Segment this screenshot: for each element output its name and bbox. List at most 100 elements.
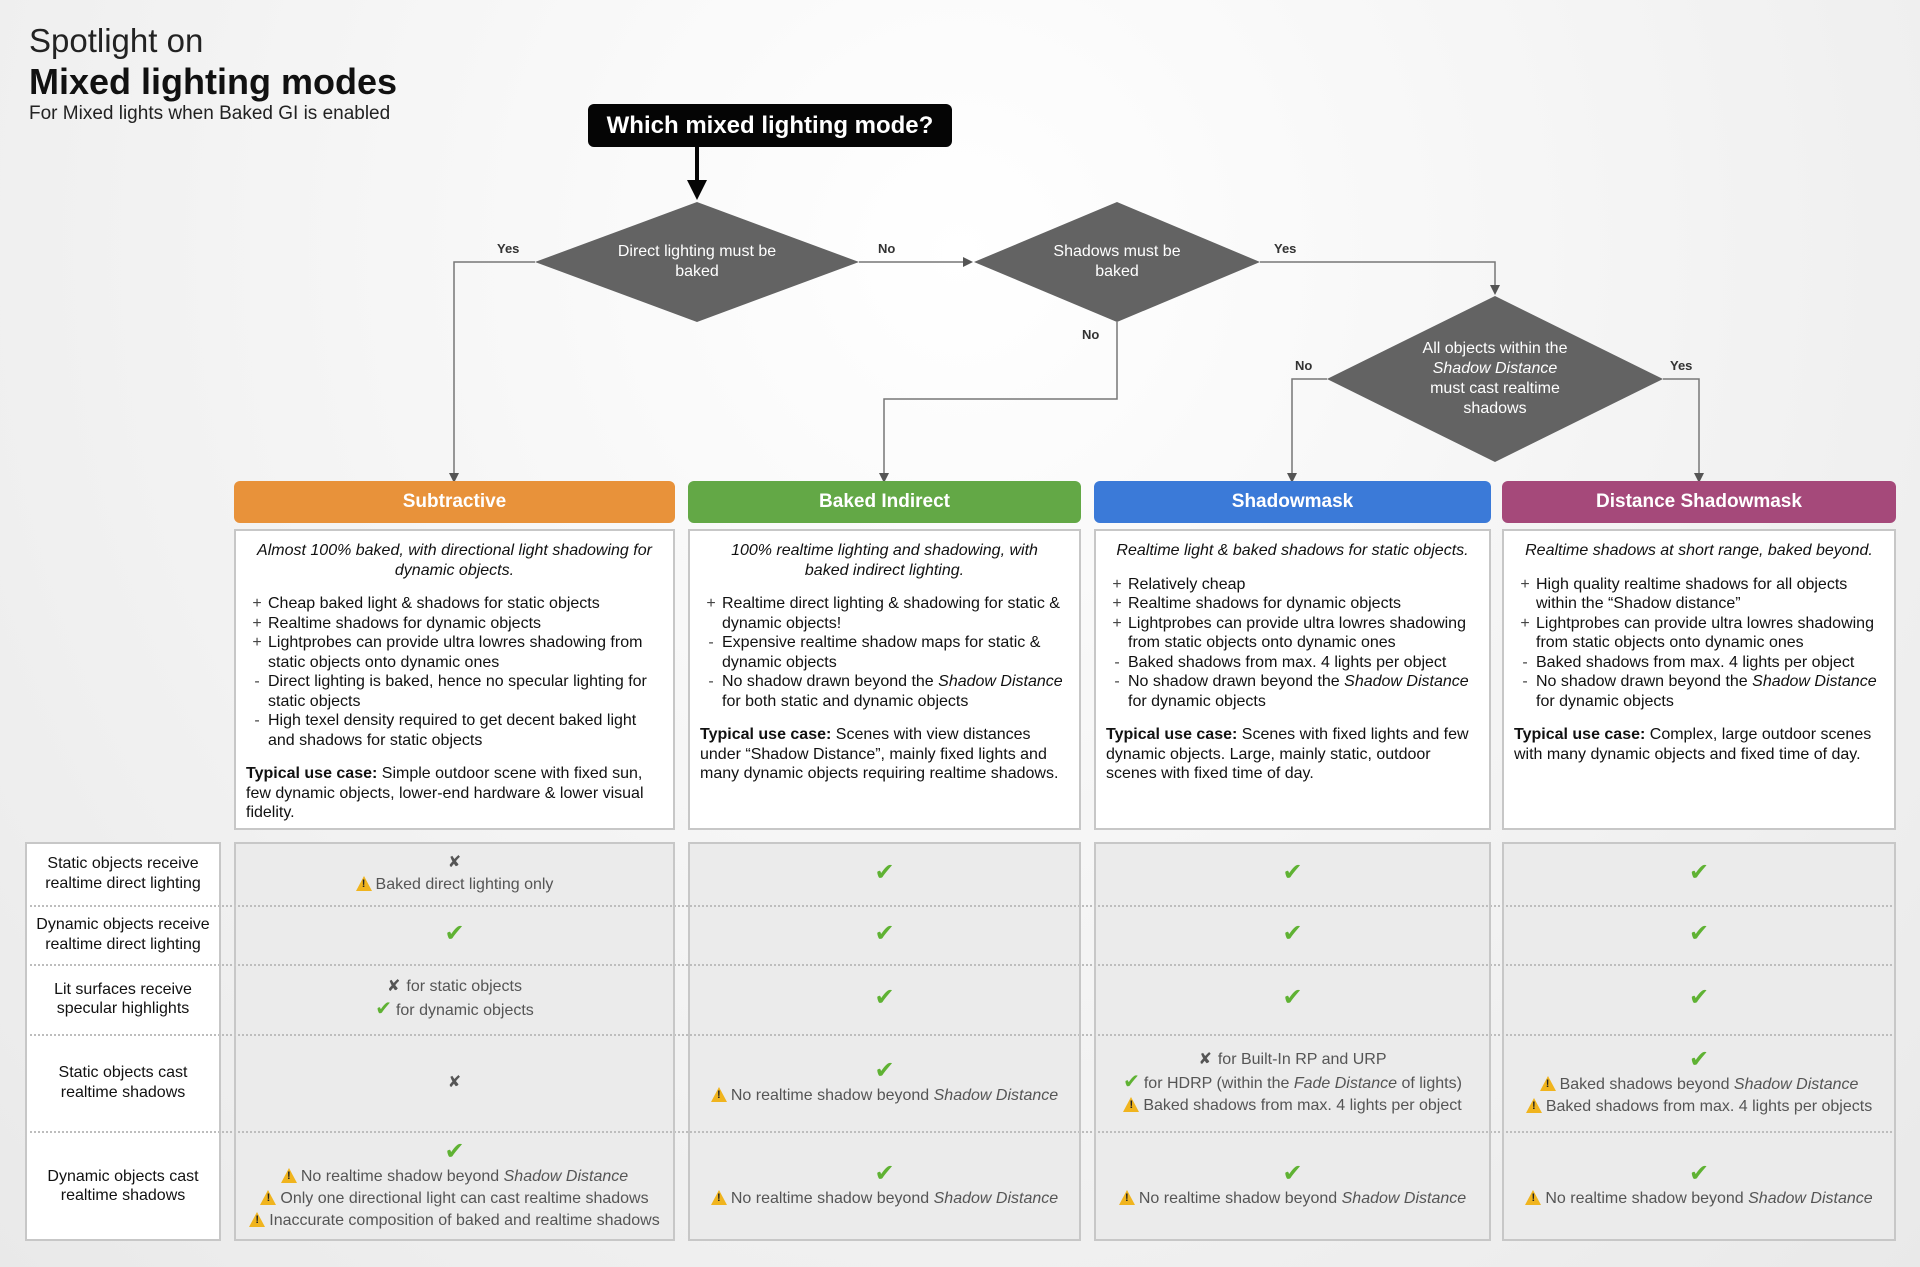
text-segment: No shadow drawn beyond the <box>1536 673 1753 690</box>
table-cell: ✔ <box>1094 964 1491 1034</box>
text-segment: for static objects <box>406 978 522 995</box>
typical-use-case: Typical use case: Simple outdoor scene w… <box>246 764 663 823</box>
table-cell: ✔No realtime shadow beyond Shadow Distan… <box>234 1131 675 1241</box>
cell-line: ✔ <box>1282 1162 1302 1188</box>
table-cell: ✔ <box>1094 905 1491 964</box>
cell-line: Only one directional light can cast real… <box>260 1188 649 1210</box>
row-separator <box>25 964 1896 966</box>
check-icon: ✔ <box>444 919 465 947</box>
cell-line: ✔for dynamic objects <box>375 998 534 1022</box>
pro-item: +Realtime direct lighting & shadowing fo… <box>700 594 1069 633</box>
table-cell: ✔Baked shadows beyond Shadow DistanceBak… <box>1502 1034 1896 1131</box>
check-icon: ✔ <box>1688 858 1710 886</box>
italic-term: Shadow Distance <box>503 1168 629 1185</box>
connector-d2-yes <box>1260 261 1500 295</box>
cell-line: Baked direct lighting only <box>355 874 554 896</box>
mode-header-distance-shadowmask: Distance Shadowmask <box>1502 481 1896 523</box>
cell-line: ✔ <box>874 921 894 948</box>
decision-3-label: All objects within the Shadow Distance m… <box>1415 337 1575 421</box>
edge-label-d1-no: No <box>878 241 896 256</box>
text-segment: No realtime shadow beyond <box>730 1190 934 1207</box>
warning-icon <box>710 1190 727 1206</box>
cell-text: Only one directional light can cast real… <box>280 1190 648 1207</box>
typical-use-case: Typical use case: Complex, large outdoor… <box>1514 725 1884 764</box>
mode-header-subtractive: Subtractive <box>234 481 675 523</box>
text-segment: No shadow drawn beyond the <box>1128 673 1345 690</box>
con-item: -No shadow drawn beyond the Shadow Dista… <box>700 672 1069 711</box>
cell-text: for Built-In RP and URP <box>1218 1051 1387 1068</box>
table-cell: ✔ <box>688 842 1081 905</box>
table-cell: ✔No realtime shadow beyond Shadow Distan… <box>1094 1131 1491 1241</box>
minus-icon: - <box>708 634 714 651</box>
cell-text: for HDRP (within the Fade Distance of li… <box>1144 1075 1462 1092</box>
pro-item: + Relatively cheap <box>1106 575 1479 595</box>
table-cell: ✘ for static objects ✔for dynamic objects <box>234 964 675 1034</box>
plus-icon: + <box>1520 575 1530 593</box>
plus-icon: + <box>1112 595 1122 612</box>
use-case-text: Scenes with view distances under “Shadow… <box>700 726 1059 782</box>
row-label-4: Static objects cast realtime shadows <box>25 1034 221 1131</box>
row-separator <box>25 1034 1896 1036</box>
table-cell: ✔ <box>688 905 1081 964</box>
plus-icon: + <box>252 614 262 632</box>
plus-icon: + <box>1520 614 1530 632</box>
cell-text: Baked shadows from max. 4 lights per obj… <box>1143 1097 1461 1114</box>
header-description: For Mixed lights when Baked GI is enable… <box>29 103 391 124</box>
edge-label-d3-no: No <box>1295 358 1313 373</box>
cell-line: ✔for HDRP (within the Fade Distance of l… <box>1123 1071 1462 1095</box>
cross-icon: ✘ <box>1198 1050 1212 1068</box>
cell-line: ✔ <box>1688 1045 1710 1074</box>
point-text: Baked shadows from max. 4 lights per obj… <box>1128 653 1446 673</box>
connector-d3-no <box>1287 378 1327 483</box>
check-icon: ✔ <box>1688 984 1710 1011</box>
connector-d2-no <box>879 322 1118 483</box>
text-segment: Realtime direct lighting & shadowing for… <box>722 595 1060 632</box>
row-label-3: Lit surfaces receive specular highlights <box>25 964 221 1034</box>
use-case-label: Typical use case: <box>1106 726 1238 743</box>
point-text: Expensive realtime shadow maps for stati… <box>722 633 1069 672</box>
cell-line: ✔ <box>874 1056 895 1085</box>
cell-line: No realtime shadow beyond Shadow Distanc… <box>710 1085 1058 1107</box>
warning-icon <box>1539 1075 1556 1092</box>
con-item: -Direct lighting is baked, hence no spec… <box>246 672 663 711</box>
text-segment: High quality realtime shadows for all ob… <box>1536 575 1848 613</box>
text-segment: Baked shadows from max. 4 lights per obj… <box>1545 1097 1873 1115</box>
plus-icon: + <box>1112 614 1122 632</box>
check-icon: ✔ <box>874 1056 895 1084</box>
point-text: Cheap baked light & shadows for static o… <box>268 594 600 614</box>
warning-icon <box>355 875 372 892</box>
table-cell: ✘ for Built-In RP and URP ✔for HDRP (withi… <box>1094 1034 1491 1131</box>
cell-line: Baked shadows from max. 4 lights per obj… <box>1525 1096 1873 1118</box>
edge-label-d3-yes: Yes <box>1670 358 1693 373</box>
flowchart-connectors <box>449 147 1704 483</box>
cell-line: ✔ <box>444 919 465 948</box>
text-segment: Cheap baked light & shadows for static o… <box>268 595 600 612</box>
row-label-5: Dynamic objects cast realtime shadows <box>25 1131 221 1241</box>
text-segment: Direct lighting is baked, hence no specu… <box>268 673 647 710</box>
check-icon: ✔ <box>1688 1045 1710 1073</box>
plus-icon: + <box>1112 575 1122 593</box>
mode-card-shadowmask: Realtime light & baked shadows for stati… <box>1094 529 1491 830</box>
table-cell: ✘ <box>234 1034 675 1131</box>
mode-card-baked-indirect: 100% realtime lighting and shadowing, wi… <box>688 529 1081 830</box>
minus-icon: - <box>254 712 260 729</box>
point-text: No shadow drawn beyond the Shadow Distan… <box>722 672 1069 711</box>
edge-label-d1-yes: Yes <box>497 241 520 256</box>
check-icon: ✔ <box>444 1138 465 1165</box>
cross-icon: ✘ <box>386 978 401 995</box>
cell-text: for dynamic objects <box>396 1002 534 1019</box>
italic-term: Shadow Distance <box>933 1190 1059 1207</box>
point-text: Relatively cheap <box>1128 575 1245 595</box>
warning-icon <box>260 1190 277 1206</box>
cell-text: Baked direct lighting only <box>376 876 554 893</box>
pro-item: +Lightprobes can provide ultra lowres sh… <box>246 633 663 672</box>
row-label-2: Dynamic objects receive realtime direct … <box>25 905 221 964</box>
cell-line: ✔ <box>1689 1162 1709 1188</box>
point-text: No shadow drawn beyond the Shadow Distan… <box>1128 672 1479 711</box>
warning-icon <box>280 1168 297 1184</box>
mode-summary: Realtime shadows at short range, baked b… <box>1525 542 1873 559</box>
check-icon: ✔ <box>1282 919 1303 947</box>
table-cell: ✔ <box>1502 842 1896 905</box>
warning-icon <box>1525 1097 1542 1114</box>
use-case-label: Typical use case: <box>1514 726 1646 743</box>
